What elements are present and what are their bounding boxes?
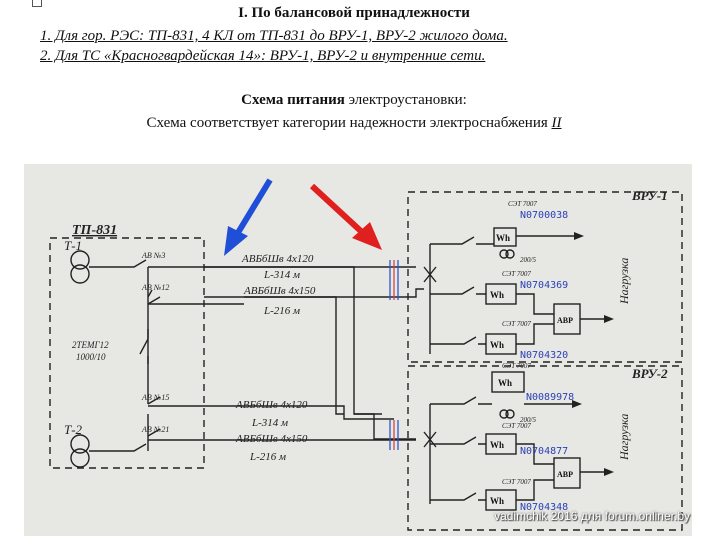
cable-2-type: АВБбШв 4х150	[243, 285, 316, 297]
vru-1-box	[407, 191, 683, 363]
meter-ratio-1: 200/5	[520, 256, 536, 264]
power-supply-diagram: ТП-831 Т-1 Т-2 2ТЕМГ12 1000/10 АВ №3 АВ …	[49, 178, 683, 531]
meter-wh-3: Wh	[490, 340, 504, 350]
transformer-t1-circle-a	[70, 250, 90, 270]
meter-number-1: N0700038	[520, 210, 568, 221]
cable-2-length: L-216 м	[263, 305, 300, 317]
meter-model-6: СЭТ 7007	[502, 478, 531, 486]
schema-title: Схема питания электроустановки:	[0, 92, 708, 109]
meter-number-6: N0704348	[520, 502, 568, 513]
schema-title-rest: электроустановки:	[344, 92, 467, 108]
meter-6	[485, 489, 517, 511]
section-title: I. По балансовой принадлежности	[238, 5, 470, 21]
transformer-t2-circle-a	[70, 434, 90, 454]
meter-number-2: N0704369	[520, 280, 568, 291]
meter-model-4: СЭТ 7007	[502, 362, 531, 370]
load-label-vru2: Нагрузка	[617, 414, 631, 461]
cable-1-length: L-314 м	[263, 269, 300, 281]
meter-1	[493, 227, 517, 247]
schema-title-bold: Схема питания	[241, 92, 345, 108]
ownership-line-1: 1. Для гор. РЭС: ТП-831, 4 КЛ от ТП-831 …	[40, 28, 508, 44]
meter-number-3: N0704320	[520, 350, 568, 361]
meter-wh-5: Wh	[490, 440, 504, 450]
meter-number-4: N0089978	[526, 392, 574, 403]
avr-2-box	[553, 457, 581, 489]
schema-subtitle-text: Схема соответствует категории надежности…	[146, 115, 552, 131]
cable-4-type: АВБбШв 4х150	[235, 433, 308, 445]
meter-ratio-2: 200/5	[520, 416, 536, 424]
meter-3	[485, 333, 517, 355]
avr-2-label: АВР	[557, 470, 573, 479]
breaker-label-4: АВ №21	[141, 425, 169, 434]
watermark: vadimchik 2016 для forum.onliner.by	[494, 509, 690, 523]
red-arrow-icon	[309, 183, 382, 250]
load-label-vru1: Нагрузка	[617, 258, 631, 305]
breaker-label-2: АВ №12	[141, 283, 169, 292]
meter-2	[485, 283, 517, 305]
vru-2-label: ВРУ-2	[631, 366, 668, 381]
schema-subtitle: Схема соответствует категории надежности…	[0, 115, 708, 132]
breaker-label-1: АВ №3	[141, 251, 165, 260]
meter-number-5: N0704877	[520, 446, 568, 457]
tp-831-label: ТП-831	[72, 223, 117, 238]
transformer-t1-circle-b	[70, 264, 90, 284]
cable-3-length: L-314 м	[251, 417, 288, 429]
cable-3-type: АВБбШв 4х120	[235, 399, 308, 411]
meter-wh-6: Wh	[490, 496, 504, 506]
vru-1-label: ВРУ-1	[631, 188, 668, 203]
meter-model-5: СЭТ 7007	[502, 422, 531, 430]
meter-wh-1: Wh	[496, 233, 510, 243]
vru-2-box	[407, 365, 683, 531]
tp-831-box	[49, 237, 205, 469]
page-corner-mark	[32, 0, 42, 7]
reliability-category: II	[551, 115, 562, 131]
meter-model-1: СЭТ 7007	[508, 200, 537, 208]
meter-5	[485, 433, 517, 455]
cable-1-type: АВБбШв 4х120	[241, 253, 314, 265]
meter-4	[491, 371, 525, 393]
meter-wh-2: Wh	[490, 290, 504, 300]
meter-model-2: СЭТ 7007	[502, 270, 531, 278]
ownership-line-2: 2. Для ТС «Красногвардейская 14»: ВРУ-1,…	[40, 48, 486, 64]
avr-1-box	[553, 303, 581, 335]
meter-wh-4: Wh	[498, 378, 512, 388]
t2-label: Т-2	[64, 422, 83, 437]
breaker-label-3: АВ №15	[141, 393, 169, 402]
transformer-type: 2ТЕМГ12	[72, 340, 109, 350]
transformer-t2-circle-b	[70, 448, 90, 468]
blue-arrow-icon	[224, 178, 273, 256]
transformer-rating: 1000/10	[76, 352, 106, 362]
avr-1-label: АВР	[557, 316, 573, 325]
meter-model-3: СЭТ 7007	[502, 320, 531, 328]
cable-4-length: L-216 м	[249, 451, 286, 463]
t1-label: Т-1	[64, 238, 82, 253]
